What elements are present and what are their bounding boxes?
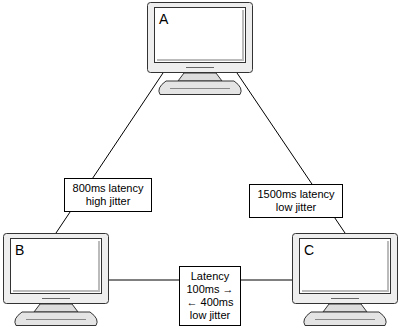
connection-line (56, 72, 164, 233)
monitor-screen (155, 8, 246, 63)
screen-shade (13, 241, 99, 291)
monitor-base (304, 312, 386, 326)
node-label: B (15, 242, 24, 258)
monitor-frame (293, 234, 398, 304)
computer-monitor: C (292, 233, 398, 327)
monitor-neck (323, 304, 367, 312)
edge-label: 1500ms latency low jitter (249, 184, 343, 218)
edge-label: 800ms latency high jitter (64, 178, 152, 212)
monitor-base (15, 312, 97, 326)
node-label: C (304, 242, 314, 258)
connection-line (236, 72, 345, 233)
edge-label: Latency 100ms → ← 400ms low jitter (179, 266, 241, 326)
monitor-frame (148, 3, 253, 73)
frame-detail (186, 67, 214, 68)
monitor-screen (11, 239, 102, 294)
monitor-base (159, 81, 241, 95)
frame-detail (331, 298, 359, 299)
monitor-frame (4, 234, 109, 304)
screen-shade (157, 10, 243, 60)
base-detail (170, 88, 230, 89)
computer-monitor: A (147, 2, 253, 96)
base-detail (26, 319, 86, 320)
monitor-screen (300, 239, 391, 294)
frame-detail (42, 298, 70, 299)
monitor-neck (34, 304, 78, 312)
node-label: A (159, 11, 168, 27)
screen-shade (302, 241, 388, 291)
computer-monitor: B (3, 233, 109, 327)
monitor-neck (178, 73, 222, 81)
base-detail (315, 319, 375, 320)
